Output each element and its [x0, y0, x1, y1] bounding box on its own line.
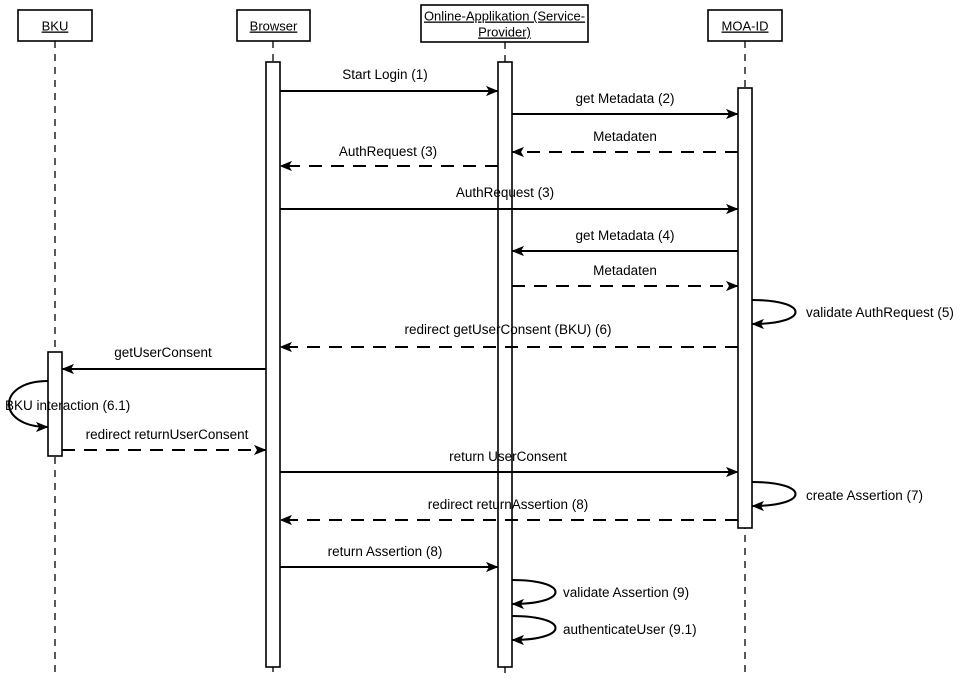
messages-layer	[61, 85, 739, 573]
labels-layer: Start Login (1) get Metadata (2) Metadaten…	[5, 67, 954, 637]
message-label-m5: AuthRequest (3)	[456, 185, 554, 200]
message-label-m8: redirect getUserConsent (BKU) (6)	[404, 322, 611, 337]
message-label-m1: Start Login (1)	[342, 67, 428, 82]
activations-layer	[47, 61, 753, 668]
self-message-arrow-s2	[8, 379, 49, 433]
self-messages-layer	[8, 298, 797, 646]
lifeline-title-online-applikation: Provider)	[478, 25, 531, 40]
self-message-label-s2: BKU interaction (6.1)	[5, 398, 130, 413]
activation-bar-browser-0	[265, 61, 281, 668]
lifeline-title-online-applikation: Online-Applikation (Service-	[424, 9, 585, 24]
message-label-m12: redirect returnAssertion (8)	[428, 497, 589, 512]
self-message-label-s3: create Assertion (7)	[806, 488, 923, 503]
activation-bar-bku-0	[47, 351, 63, 457]
self-message-label-s5: authenticateUser (9.1)	[563, 622, 697, 637]
message-label-m2: get Metadata (2)	[575, 91, 674, 106]
message-label-m10: redirect returnUserConsent	[86, 427, 249, 442]
message-label-m9: getUserConsent	[114, 345, 212, 360]
self-message-arrow-s1	[751, 298, 797, 330]
self-message-arrow-s5	[511, 614, 557, 646]
message-label-m13: return Assertion (8)	[328, 544, 443, 559]
self-message-label-s4: validate Assertion (9)	[563, 585, 689, 600]
message-label-m6: get Metadata (4)	[575, 228, 674, 243]
lifeline-title-moa-id: MOA-ID	[722, 19, 769, 34]
self-message-arrow-s4	[511, 578, 557, 610]
message-label-m3: Metadaten	[593, 129, 657, 144]
lifeline-header-browser[interactable]	[236, 9, 311, 42]
lifeline-header-moa-id[interactable]	[707, 9, 783, 42]
message-label-m11: return UserConsent	[449, 449, 567, 464]
activation-bar-moa-id-0	[737, 87, 753, 529]
lifeline-header-bku[interactable]	[17, 9, 93, 42]
self-message-label-s1: validate AuthRequest (5)	[806, 305, 954, 320]
lifeline-title-bku: BKU	[42, 19, 69, 34]
message-label-m4: AuthRequest (3)	[339, 144, 437, 159]
activation-bar-online-applikation-0	[497, 61, 513, 668]
self-message-arrow-s3	[751, 480, 797, 512]
message-label-m7: Metadaten	[593, 263, 657, 278]
lifeline-title-browser: Browser	[250, 19, 298, 34]
